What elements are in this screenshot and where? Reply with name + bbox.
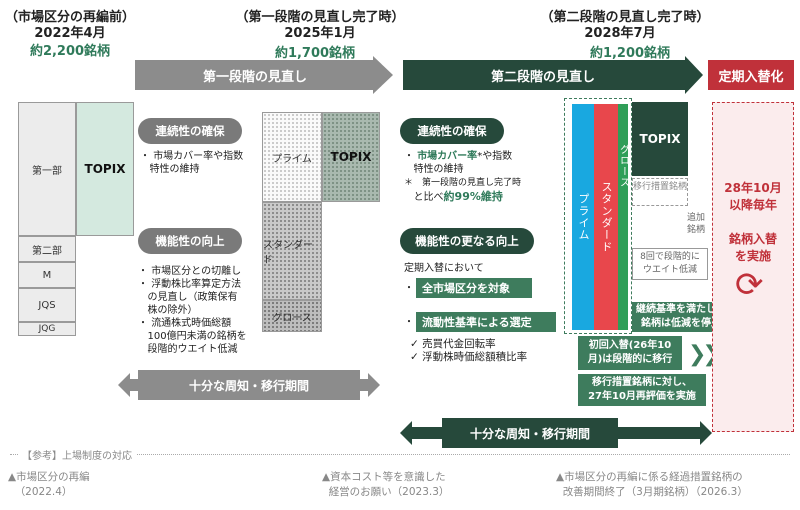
periodic-label: 定期入替化 <box>708 60 794 90</box>
stage1-period-label: 十分な周知・移行期間 <box>138 370 360 400</box>
header-col1-title: （市場区分の再編前） <box>4 10 135 25</box>
stage2-prime: プライム <box>572 104 594 330</box>
cycle-icon: ⟳ <box>735 265 764 305</box>
stage2-weight-reduce: 8回で段階的にウエイト低減 <box>632 248 708 280</box>
stage1-prime: プライム <box>262 112 322 202</box>
header-col1-count: 約2,200銘柄 <box>29 44 111 59</box>
periodic-box <box>712 102 794 432</box>
col1-segment-m: M <box>18 262 76 288</box>
stage2-reevaluation: 移行措置銘柄に対し、27年10月再評価を実施 <box>578 374 706 406</box>
stage1-function-pill: 機能性の向上 <box>138 228 242 254</box>
col1-topix: TOPIX <box>76 102 134 236</box>
stage2-checks: ✓ 売買代金回転率 ✓ 浮動株時価総額積比率 <box>410 338 528 363</box>
stage2-added-stocks: 追加銘柄 <box>686 213 705 235</box>
stage2-standard: スタンダード <box>594 104 618 330</box>
col1-segment-jqg: JQG <box>18 322 76 336</box>
stage1-arrow <box>135 56 393 94</box>
stage2-liquidity-box: 流動性基準による選定 <box>416 312 556 332</box>
stage2-all-markets-box: 全市場区分を対象 <box>416 278 532 298</box>
stage1-topix: TOPIX <box>322 112 380 202</box>
col1-segment-second: 第二部 <box>18 236 76 262</box>
stage2-continuity-pill: 連続性の確保 <box>400 118 504 144</box>
header-col2-title: （第一段階の見直し完了時） <box>235 10 405 25</box>
header-col2-date: 2025年1月 <box>284 26 356 41</box>
stage2-topix: TOPIX <box>632 102 688 176</box>
reference-label: 【参考】上場制度の対応 <box>18 447 136 462</box>
periodic-text: 28年10月以降毎年銘柄入替を実施 <box>724 181 782 263</box>
stage2-g1-bullet: ・ <box>404 283 414 294</box>
stage1-function-bullets: ・ 市場区分との切離し ・ 浮動株比率算定方法 の見直し（政策保有 株の除外） … <box>138 266 247 355</box>
stage2-arrow-label: 第二段階の見直し <box>490 69 595 85</box>
stage2-transition-stocks: 移行措置銘柄 <box>632 178 688 206</box>
stage2-growth: グロース <box>618 104 628 330</box>
stage2-g2-bullet: ・ <box>404 317 414 328</box>
stage2-dashed-outline <box>564 98 632 334</box>
reference-item-2: ▲資本コスト等を意識した 経営のお願い（2023.3） <box>322 471 450 498</box>
stage1-continuity-pill: 連続性の確保 <box>138 118 242 144</box>
header-col1-date: 2022年4月 <box>34 26 106 41</box>
stage1-growth: グロース <box>262 300 322 332</box>
header-col3-title: （第二段階の見直し完了時） <box>540 10 710 25</box>
stage2-intro: 定期入替において <box>404 263 484 274</box>
stage2-function-pill: 機能性の更なる向上 <box>400 228 534 254</box>
reference-divider <box>10 454 790 455</box>
header-col2-count: 約1,700銘柄 <box>274 46 356 61</box>
header-col3-count: 約1,200銘柄 <box>589 46 671 61</box>
stage2-continuity-bullet: ・ 市場カバー率*や指数 特性の維持 ＊ 第一段階の見直し完了時 と比べ約99%… <box>404 151 522 203</box>
header-col3-date: 2028年7月 <box>584 26 656 41</box>
reference-item-1: ▲市場区分の再編 （2022.4） <box>8 471 90 498</box>
stage1-arrow-label: 第一段階の見直し <box>202 69 307 85</box>
stage1-continuity-bullet: ・ 市場カバー率や指数 特性の維持 <box>140 151 244 175</box>
col1-segment-jqs: JQS <box>18 288 76 322</box>
stage1-standard: スタンダード <box>262 202 322 300</box>
stage2-period-label: 十分な周知・移行期間 <box>442 418 618 448</box>
reference-item-3: ▲市場区分の再編に係る経過措置銘柄の 改善期間終了（3月期銘柄）（2026.3） <box>556 471 748 498</box>
stage2-arrow <box>403 56 703 94</box>
col1-segment-first: 第一部 <box>18 102 76 236</box>
